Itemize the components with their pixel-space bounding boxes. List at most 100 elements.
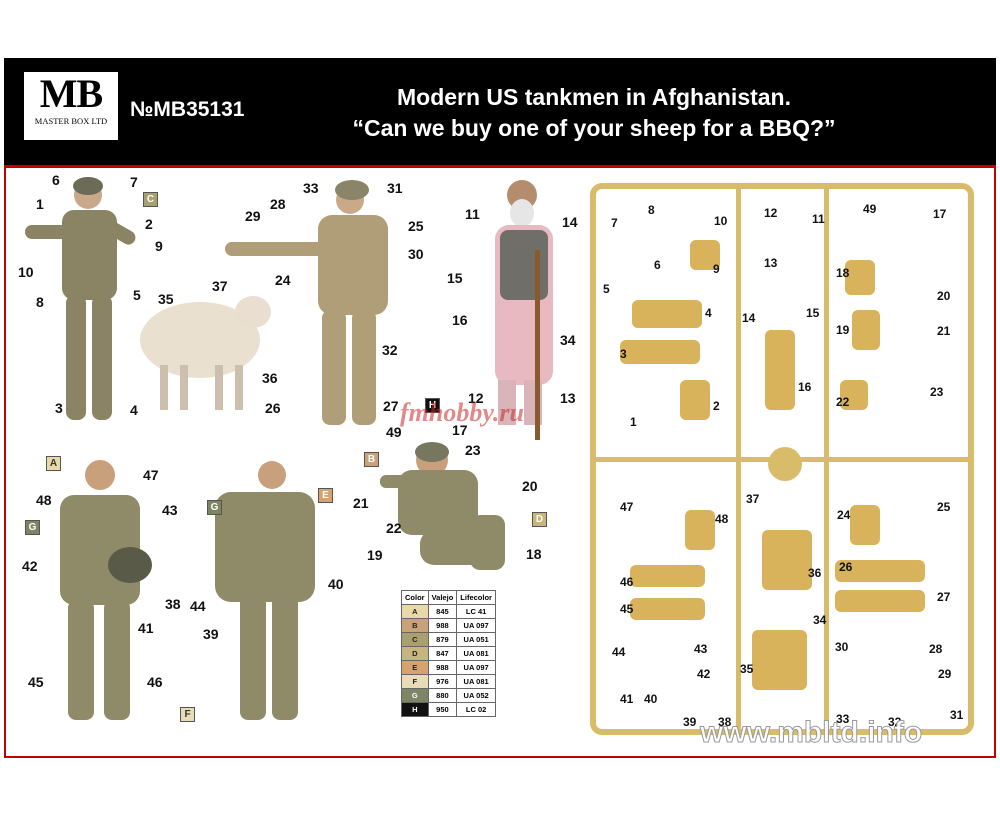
sprue-part [690,240,720,270]
sprue-label: 12 [764,206,778,220]
label-42: 42 [22,558,38,574]
sprue-label: 38 [718,715,732,729]
label-47: 47 [143,467,159,483]
sprue-label: 4 [705,306,712,320]
sprue-part [630,565,705,587]
label-49: 49 [386,424,402,440]
label-18: 18 [526,546,542,562]
label-24: 24 [275,272,291,288]
color-letter: C [401,632,429,647]
sprue-part [630,598,705,620]
sprue-label: 2 [713,399,720,413]
lifecolor-code: UA 097 [456,618,496,633]
tankman-figure-4 [215,461,315,720]
title-line-2: “Can we buy one of your sheep for a BBQ?… [352,115,836,141]
figures-illustration [25,177,553,720]
lifecolor-code: UA 052 [456,688,496,703]
sprue-label: 19 [836,323,850,337]
sprue-label: 8 [648,203,655,217]
watermark-mbltd: www.mbltd.info [699,716,923,750]
col-color: Color [401,590,429,605]
label-44: 44 [190,598,206,614]
label-30: 30 [408,246,424,262]
color-box-h: H [425,398,440,413]
sprue-label: 35 [740,662,754,676]
color-box-d: D [532,512,547,527]
color-box-e: E [318,488,333,503]
label-14: 14 [562,214,578,230]
label-40: 40 [328,576,344,592]
valejo-code: 950 [427,702,458,717]
sprue-part [620,340,700,364]
sprue-part [762,530,812,590]
label-17: 17 [452,422,468,438]
afghan-man-figure [495,180,553,440]
label-37: 37 [212,278,228,294]
label-1: 1 [36,196,44,212]
sprue-label: 32 [888,715,902,729]
sprue-label: 49 [863,202,877,216]
lifecolor-code: UA 051 [456,632,496,647]
sprue-part [845,260,875,295]
label-39: 39 [203,626,219,642]
sprue-label: 44 [612,645,626,659]
sprue-part [840,380,868,410]
label-3: 3 [55,400,63,416]
sprue-label: 31 [950,708,964,722]
valejo-code: 845 [427,604,458,619]
label-11: 11 [465,206,480,222]
header-banner: MB MASTER BOX LTD №MB35131 Modern US tan… [4,58,996,168]
color-box-f: F [180,707,195,722]
sprue-label: 1 [630,415,637,429]
label-25: 25 [408,218,424,234]
sprue-label: 23 [930,385,944,399]
tankman-figure-1 [25,177,136,420]
label-46: 46 [147,674,163,690]
lifecolor-code: UA 081 [456,674,496,689]
label-38: 38 [165,596,181,612]
color-table-header: Color Valejo Lifecolor [401,590,496,605]
label-2: 2 [145,216,153,232]
label-23: 23 [465,442,481,458]
sprue-label: 40 [644,692,658,706]
sprue-part [850,505,880,545]
sprue-label: 10 [714,214,728,228]
label-36: 36 [262,370,278,386]
label-9: 9 [155,238,163,254]
sprue-label: 25 [937,500,951,514]
label-8: 8 [36,294,44,310]
sprue-label: 39 [683,715,697,729]
valejo-code: 976 [427,674,458,689]
label-10: 10 [18,264,34,280]
sprue-part [685,510,715,550]
color-letter: D [401,646,429,661]
label-7: 7 [130,174,138,190]
sprue-label: 9 [713,262,720,276]
color-letter: F [401,674,429,689]
label-31: 31 [387,180,403,196]
sprue-label: 22 [836,395,850,409]
sprue-label: 46 [620,575,634,589]
sprue-label: 14 [742,311,756,325]
logo-sub: MASTER BOX LTD [34,116,108,126]
label-48: 48 [36,492,52,508]
watermark-fmhobby: fmhobby.ru [400,398,524,427]
label-43: 43 [162,502,178,518]
sprue-label: 18 [836,266,850,280]
sprue-part [835,590,925,612]
sprue-label: 29 [938,667,952,681]
color-letter: A [401,604,429,619]
label-22: 22 [386,520,402,536]
sprue-frame [590,183,974,735]
sprue-label: 24 [837,508,851,522]
label-33: 33 [303,180,319,196]
sprue-label: 21 [937,324,951,338]
product-code: №MB35131 [130,98,245,121]
